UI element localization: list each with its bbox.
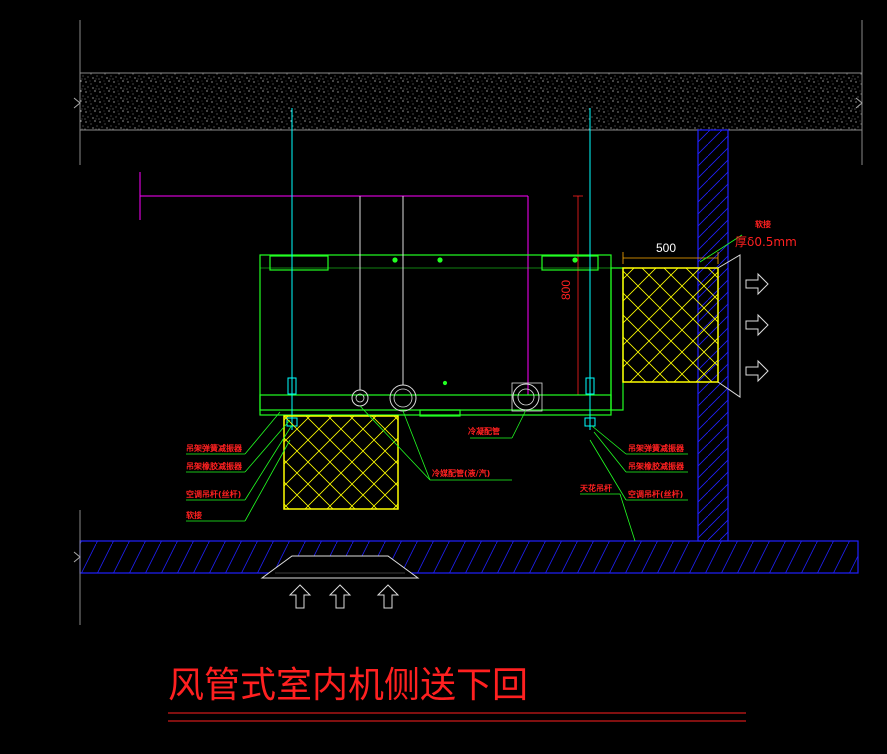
label-left-rubber-damper: 吊架橡胶减振器 — [186, 461, 243, 471]
label-condensate-pipe: 冷凝配管 — [468, 426, 500, 436]
refrigerant-piping — [139, 172, 529, 395]
label-refrigerant-pipe: 冷媒配管(液/汽) — [432, 468, 490, 478]
label-ceiling-hanger: 天花吊杆 — [580, 483, 612, 493]
supply-duct — [622, 254, 741, 398]
indoor-unit — [259, 254, 624, 417]
label-thickness: 厚δ0.5mm — [735, 235, 797, 249]
hanger-rods — [286, 108, 596, 430]
drawing-title: 风管式室内机侧送下回 — [168, 665, 528, 706]
label-soft-joint-top: 软接 — [755, 219, 771, 229]
ceiling-slab — [73, 20, 863, 165]
label-right-spring-damper: 吊架弹簧减振器 — [628, 443, 685, 453]
pipe-drops — [359, 196, 404, 390]
title-underline — [168, 712, 746, 722]
leader-lines — [186, 234, 743, 542]
return-duct — [283, 415, 399, 510]
pipe-connections — [351, 382, 543, 412]
label-right-hanger-rod: 空调吊杆(丝杆) — [628, 489, 683, 499]
label-left-soft-joint: 软接 — [186, 510, 202, 520]
floor-slab — [73, 510, 859, 625]
return-grille — [260, 555, 420, 579]
return-air-arrows — [288, 584, 400, 609]
supply-air-arrows — [745, 272, 769, 383]
dimension-height-label: 800 — [559, 280, 573, 300]
dimension-width — [622, 252, 719, 264]
dimension-height — [573, 195, 583, 396]
label-left-hanger-rod: 空调吊杆(丝杆) — [186, 489, 241, 499]
label-left-spring-damper: 吊架弹簧减振器 — [186, 443, 243, 453]
dimension-width-label: 500 — [656, 241, 676, 255]
label-right-rubber-damper: 吊架橡胶减振器 — [628, 461, 685, 471]
